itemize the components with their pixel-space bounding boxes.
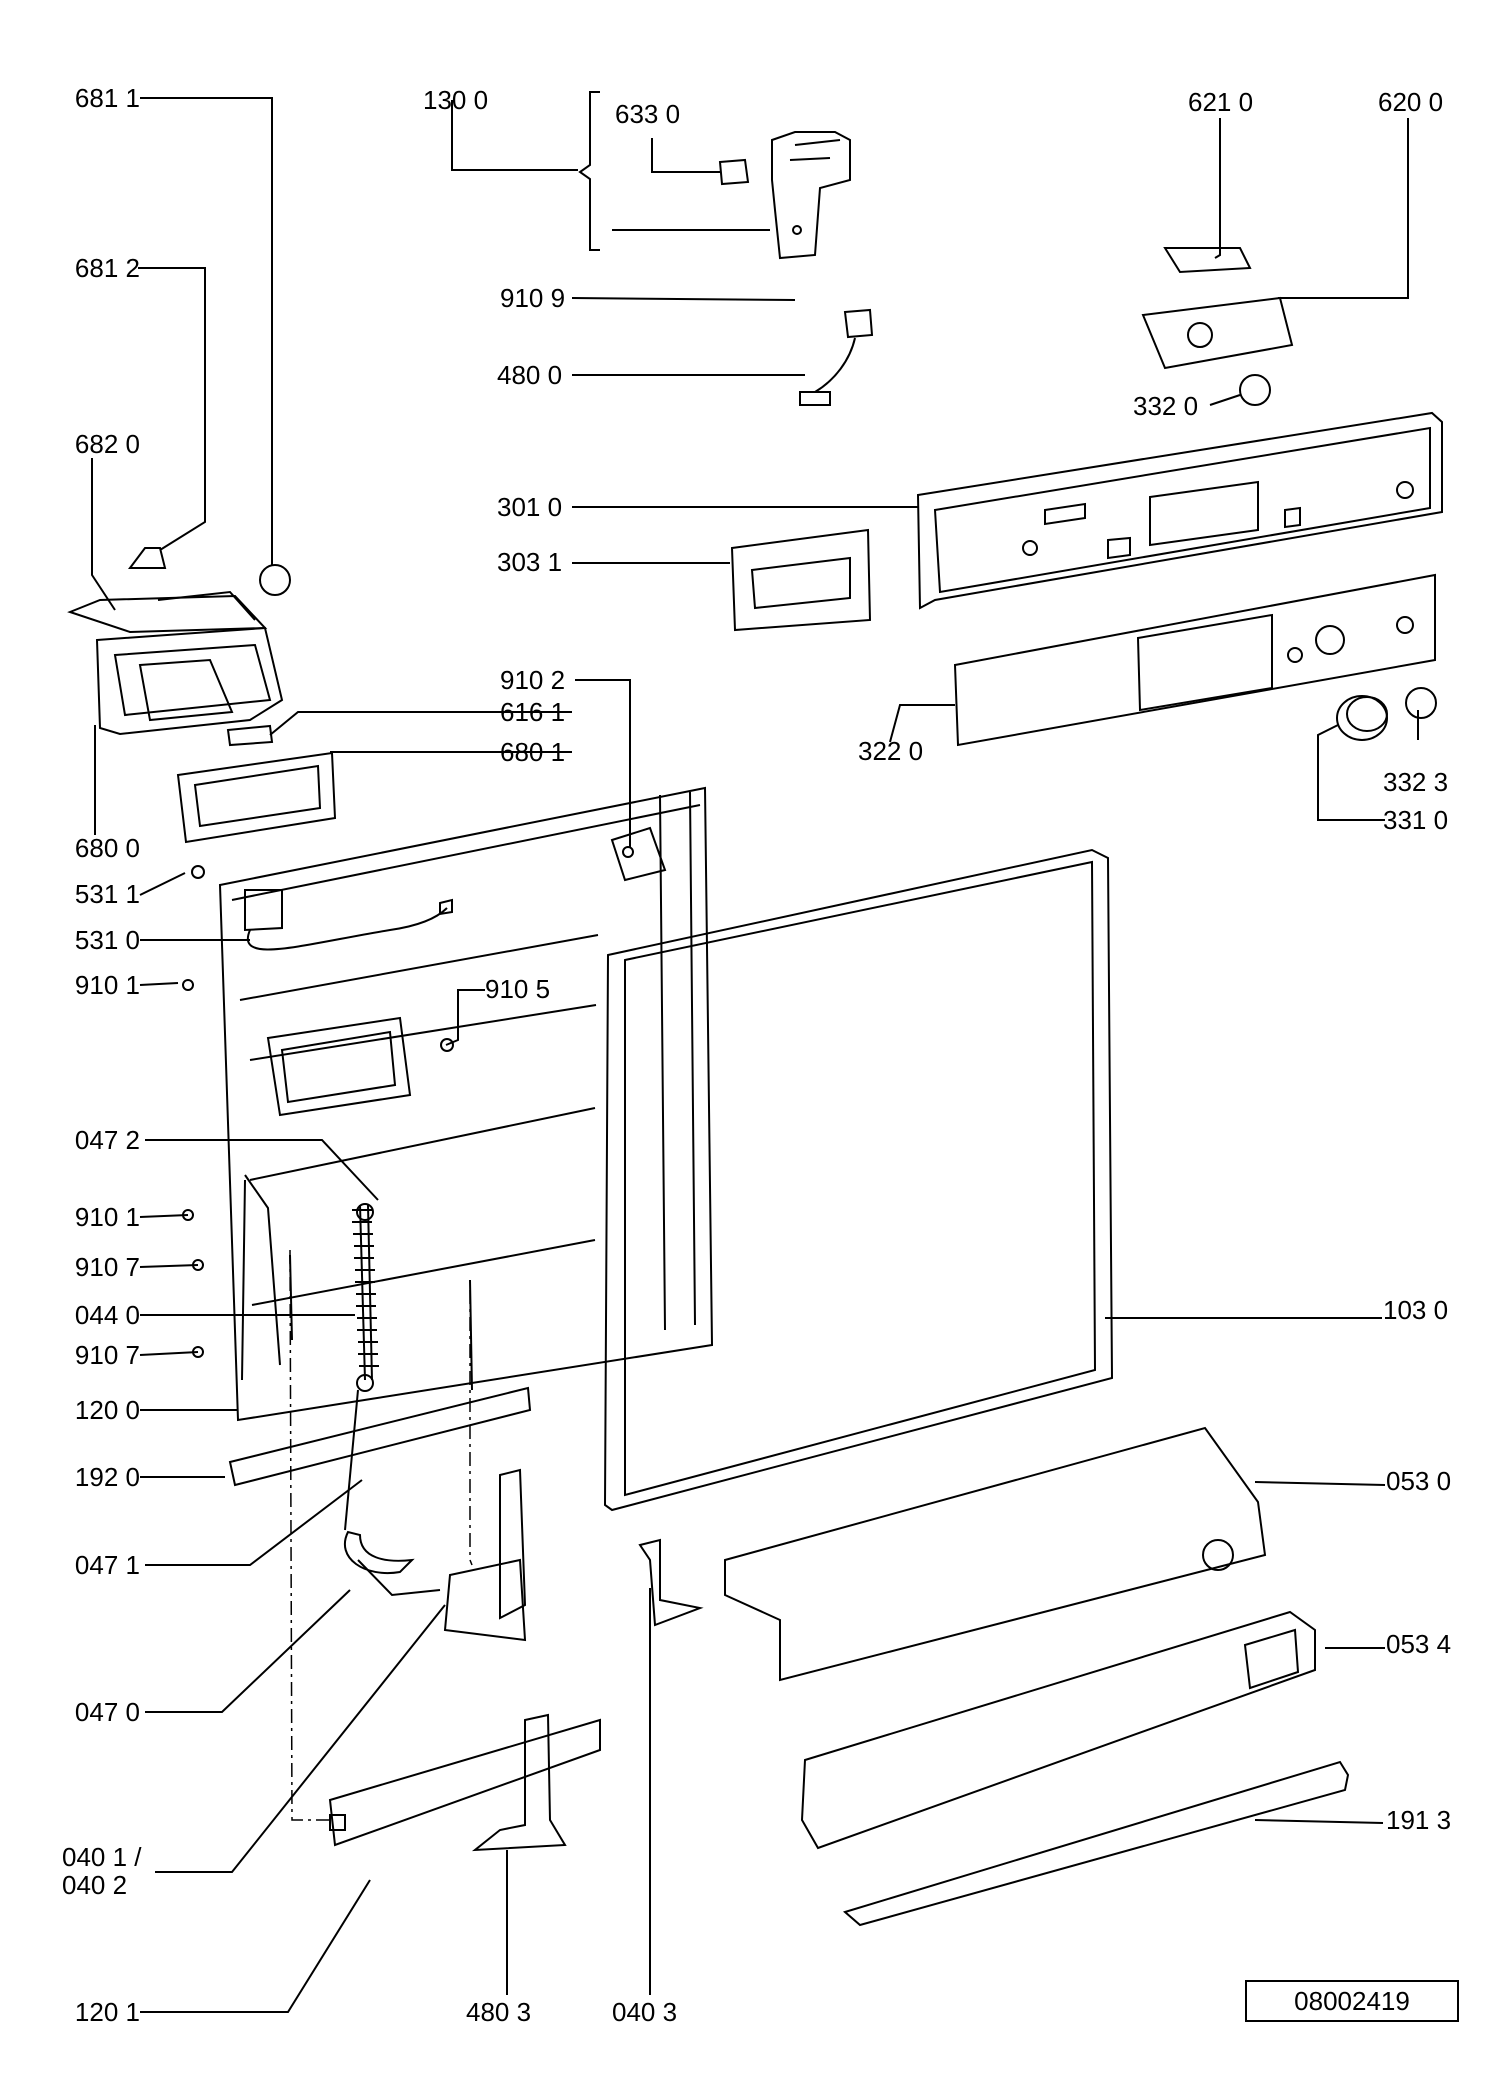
label-301-0: 301 0 bbox=[497, 492, 563, 522]
leader-681-1 bbox=[140, 97, 273, 565]
label-621-0: 621 0 bbox=[1188, 87, 1254, 117]
label-682-0: 682 0 bbox=[74, 429, 140, 459]
leader-620-0 bbox=[1278, 118, 1409, 299]
label-910-7-b: 910 7 bbox=[74, 1340, 140, 1370]
label-910-7-a: 910 7 bbox=[74, 1252, 140, 1282]
label-681-2: 681 2 bbox=[74, 253, 140, 283]
label-910-1-b: 910 1 bbox=[74, 1202, 140, 1232]
label-192-0: 192 0 bbox=[74, 1462, 140, 1492]
leader-130-0 bbox=[451, 100, 578, 171]
label-332-0: 332 0 bbox=[1133, 391, 1199, 421]
label-047-1: 047 1 bbox=[74, 1550, 140, 1580]
label-040-3: 040 3 bbox=[612, 1997, 678, 2027]
label-680-0: 680 0 bbox=[74, 833, 140, 863]
label-120-1: 120 1 bbox=[74, 1997, 140, 2027]
label-531-0: 531 0 bbox=[74, 925, 140, 955]
label-040-2: 040 2 bbox=[62, 1870, 128, 1900]
label-616-1: 616 1 bbox=[500, 697, 566, 727]
label-191-3: 191 3 bbox=[1386, 1805, 1452, 1835]
leader-633-0 bbox=[651, 138, 720, 173]
leader-910-2 bbox=[575, 679, 631, 848]
label-303-1: 303 1 bbox=[497, 547, 563, 577]
label-040-1: 040 1 / bbox=[62, 1842, 142, 1872]
label-910-9: 910 9 bbox=[500, 283, 566, 313]
label-332-3: 332 3 bbox=[1383, 767, 1449, 797]
label-120-0: 120 0 bbox=[74, 1395, 140, 1425]
leader-682-0 bbox=[91, 458, 116, 611]
leader-331-0 bbox=[1317, 724, 1385, 821]
label-633-0: 633 0 bbox=[615, 99, 681, 129]
label-047-0: 047 0 bbox=[74, 1697, 140, 1727]
label-531-1: 531 1 bbox=[74, 879, 140, 909]
label-910-1-a: 910 1 bbox=[74, 970, 140, 1000]
label-047-2: 047 2 bbox=[74, 1125, 140, 1155]
label-053-4: 053 4 bbox=[1386, 1629, 1452, 1659]
label-322-0: 322 0 bbox=[858, 736, 924, 766]
bracket-130-0 bbox=[578, 91, 600, 251]
label-620-0: 620 0 bbox=[1378, 87, 1444, 117]
leader-621-0 bbox=[1214, 118, 1221, 259]
label-910-2: 910 2 bbox=[500, 665, 566, 695]
label-680-1: 680 1 bbox=[500, 737, 566, 767]
label-681-1: 681 1 bbox=[74, 83, 140, 113]
label-044-0: 044 0 bbox=[74, 1300, 140, 1330]
leader-681-2 bbox=[138, 267, 206, 551]
label-130-0: 130 0 bbox=[423, 85, 489, 115]
label-910-5: 910 5 bbox=[485, 974, 551, 1004]
label-480-0: 480 0 bbox=[497, 360, 563, 390]
label-053-0: 053 0 bbox=[1386, 1466, 1452, 1496]
label-103-0: 103 0 bbox=[1383, 1295, 1449, 1325]
document-number: 08002419 bbox=[1245, 1980, 1459, 2022]
label-331-0: 331 0 bbox=[1383, 805, 1449, 835]
label-480-3: 480 3 bbox=[466, 1997, 532, 2027]
